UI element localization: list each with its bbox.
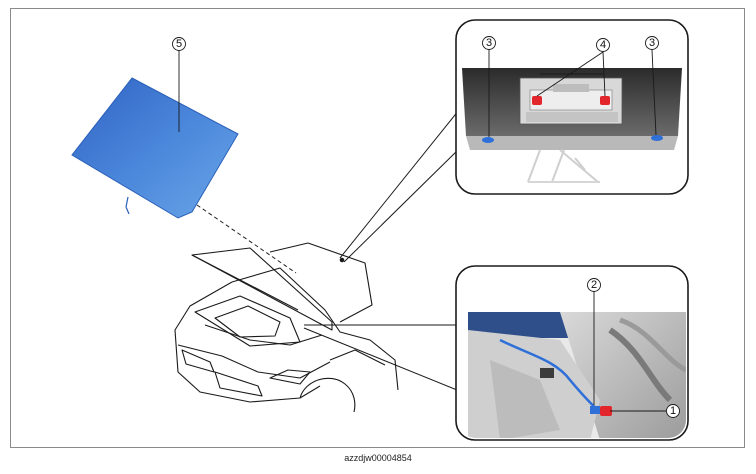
fastener-4-left bbox=[532, 96, 542, 105]
callout-2: 2 bbox=[587, 278, 601, 292]
vehicle-outline bbox=[174, 242, 399, 413]
top-zoom-leaders bbox=[339, 104, 464, 263]
callout-3b-label: 3 bbox=[649, 37, 655, 49]
hood-panel bbox=[71, 77, 239, 219]
callout-3a-label: 3 bbox=[486, 37, 492, 49]
bottom-zoom-leaders bbox=[303, 324, 463, 393]
clip-3-right bbox=[651, 135, 663, 141]
callout-3b: 3 bbox=[645, 36, 659, 50]
clip-3-left bbox=[482, 137, 494, 143]
callout-1: 1 bbox=[666, 404, 680, 418]
callout-3a: 3 bbox=[482, 36, 496, 50]
fastener-1 bbox=[600, 406, 612, 416]
hood-hinge-detail-view bbox=[455, 19, 689, 195]
callout-2-label: 2 bbox=[591, 279, 597, 291]
fastener-4-right bbox=[600, 96, 610, 105]
callout-4-label: 4 bbox=[600, 39, 606, 51]
hood-lock-cable-detail-view bbox=[455, 265, 689, 441]
callout-5: 5 bbox=[172, 37, 186, 132]
callout-1-label: 1 bbox=[670, 405, 676, 417]
callout-5-label: 5 bbox=[176, 38, 182, 50]
hood-release-cable bbox=[499, 338, 601, 413]
hood-position-dashed-line bbox=[196, 204, 297, 274]
callout-4: 4 bbox=[596, 38, 610, 52]
figure-caption: azzdjw00004854 bbox=[344, 453, 412, 463]
